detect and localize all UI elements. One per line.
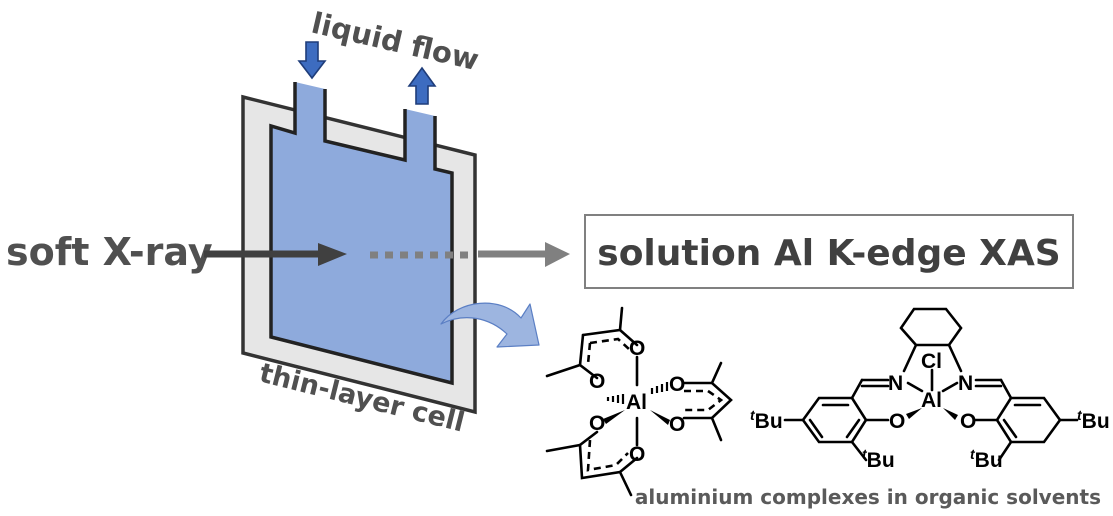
acac-o-atom: O: [589, 370, 605, 393]
salen-n-atom: N: [888, 372, 903, 395]
soft-xray-label: soft X-ray: [6, 230, 213, 274]
salen-o-atom: O: [960, 410, 976, 433]
tbu-label: tBu: [750, 407, 783, 433]
transmitted-arrow-icon: [478, 242, 570, 267]
salen-cl-atom: Cl: [921, 350, 942, 373]
tbu-label: tBu: [970, 446, 1003, 472]
xray-arrow-icon: [204, 243, 347, 266]
salen-o-atom: O: [889, 410, 905, 433]
curved-arrow-icon: [440, 302, 540, 348]
acac-o-atom: O: [589, 412, 605, 435]
al-salen-structure: Cl Al N N O O tBu tBu tBu tBu: [750, 307, 1110, 472]
acac-o-atom: O: [669, 413, 685, 436]
technique-label: solution Al K-edge XAS: [597, 233, 1060, 274]
acac-o-atom: O: [629, 443, 645, 466]
acac-o-atom: O: [629, 337, 645, 360]
cell-liquid-outline: [269, 82, 454, 386]
tbu-label: tBu: [862, 446, 895, 472]
acac-o-atom: O: [669, 373, 685, 396]
inlet-arrow-icon: [297, 41, 327, 80]
outlet-arrow-icon: [407, 66, 437, 105]
thin-layer-cell: [241, 82, 477, 415]
al-acac3-structure: Al O O O O O O: [545, 306, 733, 497]
salen-n-atom: N: [958, 372, 973, 395]
acac-al-atom: Al: [626, 391, 647, 414]
tube-divider-outline: [323, 89, 407, 163]
complexes-caption: aluminium complexes in organic solvents: [635, 485, 1101, 509]
technique-box: [584, 214, 1074, 289]
liquid-flow-label: liquid flow: [308, 6, 482, 77]
tbu-label: tBu: [1077, 407, 1110, 433]
salen-al-atom: Al: [921, 389, 942, 412]
